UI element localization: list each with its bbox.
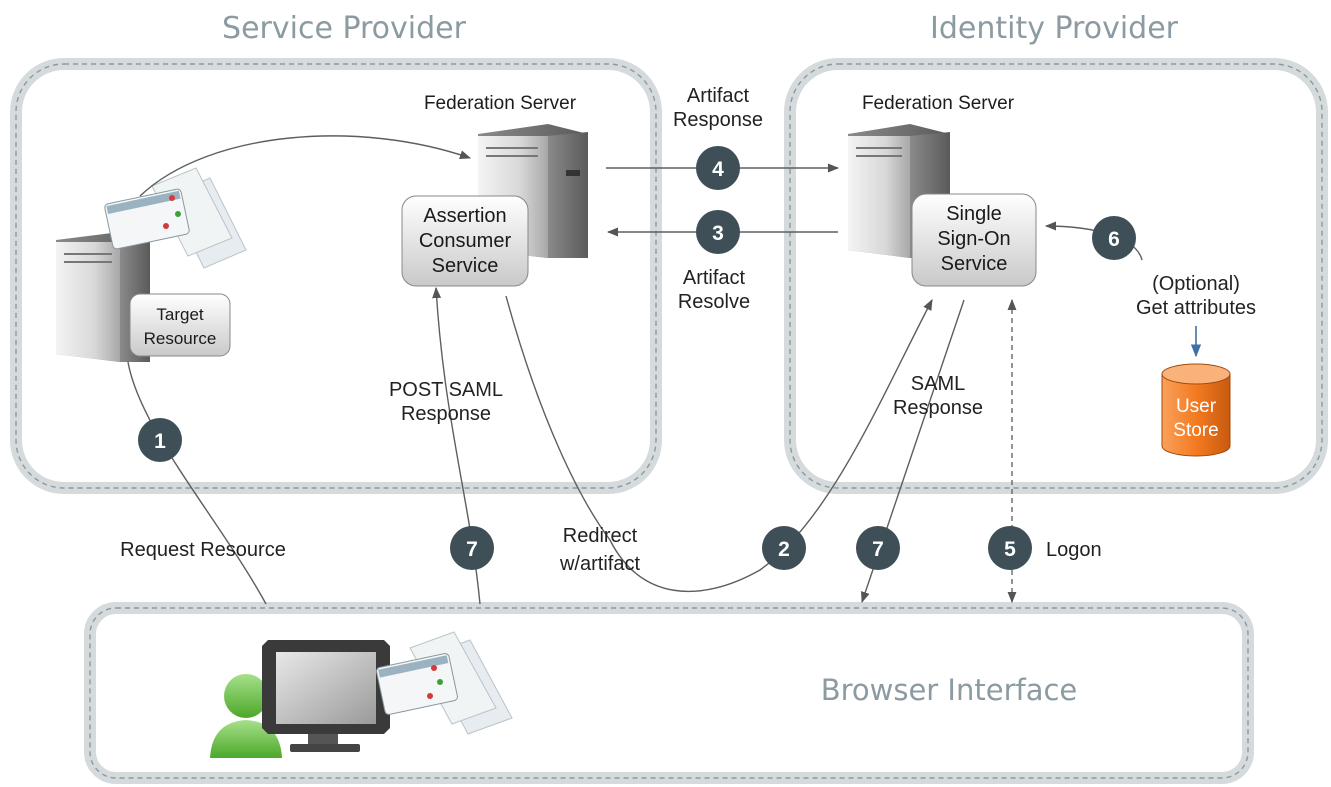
- identity-provider-title: Identity Provider: [930, 11, 1179, 46]
- optional-attributes-label-1: (Optional): [1152, 273, 1240, 295]
- single-sign-on-line-1: Single: [946, 203, 1002, 225]
- assertion-consumer-line-1: Assertion: [423, 205, 506, 227]
- assertion-consumer-line-3: Service: [432, 255, 499, 277]
- resource-pages-icon: [104, 167, 247, 269]
- step-7-post-badge: 7: [450, 526, 494, 570]
- request-resource-label: Request Resource: [120, 539, 286, 561]
- redirect-artifact-label-2: w/artifact: [559, 553, 640, 575]
- target-resource-line-1: Target: [156, 305, 204, 324]
- svg-text:7: 7: [872, 538, 884, 561]
- post-saml-response-label-2: Response: [401, 403, 491, 425]
- user-store-icon: User Store: [1161, 363, 1231, 457]
- svg-text:6: 6: [1108, 228, 1120, 251]
- assertion-consumer-line-2: Consumer: [419, 230, 512, 252]
- optional-attributes-label-2: Get attributes: [1136, 297, 1256, 319]
- user-store-line-2: Store: [1173, 420, 1218, 441]
- post-saml-response-label-1: POST SAML: [389, 379, 503, 401]
- step-7-saml-badge: 7: [856, 526, 900, 570]
- artifact-response-label-1: Artifact: [687, 85, 750, 107]
- svg-text:4: 4: [712, 158, 724, 181]
- step-2-badge: 2: [762, 526, 806, 570]
- step-5-badge: 5: [988, 526, 1032, 570]
- target-resource-line-2: Resource: [144, 329, 217, 348]
- svg-text:1: 1: [154, 430, 166, 453]
- redirect-artifact-line: [505, 295, 933, 593]
- redirect-artifact-label-1: Redirect: [563, 525, 638, 547]
- step-6-badge: 6: [1092, 216, 1136, 260]
- idp-federation-server-label: Federation Server: [862, 93, 1015, 114]
- svg-text:3: 3: [712, 222, 724, 245]
- sp-federation-server-label: Federation Server: [424, 93, 577, 114]
- browser-interface-zone: [84, 602, 1254, 784]
- service-provider-title: Service Provider: [222, 11, 467, 46]
- svg-text:5: 5: [1004, 538, 1016, 561]
- svg-text:7: 7: [466, 538, 478, 561]
- target-resource-box: Target Resource: [129, 293, 231, 357]
- saml-response-label-1: SAML: [911, 373, 965, 395]
- single-sign-on-service-box: Single Sign-On Service: [911, 193, 1037, 287]
- artifact-resolve-label-1: Artifact: [683, 267, 746, 289]
- browser-pages-icon: [376, 631, 513, 735]
- single-sign-on-line-3: Service: [941, 253, 1008, 275]
- artifact-resolve-label-2: Resolve: [678, 291, 750, 313]
- step-1-badge: 1: [138, 418, 182, 462]
- step-4-badge: 4: [696, 146, 740, 190]
- request-resource-line: [127, 361, 267, 605]
- target-resource-server-icon: [56, 232, 150, 362]
- logon-label: Logon: [1046, 539, 1102, 561]
- single-sign-on-line-2: Sign-On: [937, 228, 1010, 250]
- identity-provider-zone: [784, 58, 1328, 494]
- artifact-response-label-2: Response: [673, 109, 763, 131]
- service-provider-zone: [10, 58, 662, 494]
- saml-response-label-2: Response: [893, 397, 983, 419]
- step-3-badge: 3: [696, 210, 740, 254]
- resource-to-acs-arrow: [139, 135, 472, 197]
- monitor-icon: [262, 640, 390, 752]
- browser-interface-title: Browser Interface: [821, 673, 1078, 707]
- user-store-line-1: User: [1176, 396, 1217, 417]
- assertion-consumer-service-box: Assertion Consumer Service: [401, 195, 529, 287]
- svg-text:2: 2: [778, 538, 790, 561]
